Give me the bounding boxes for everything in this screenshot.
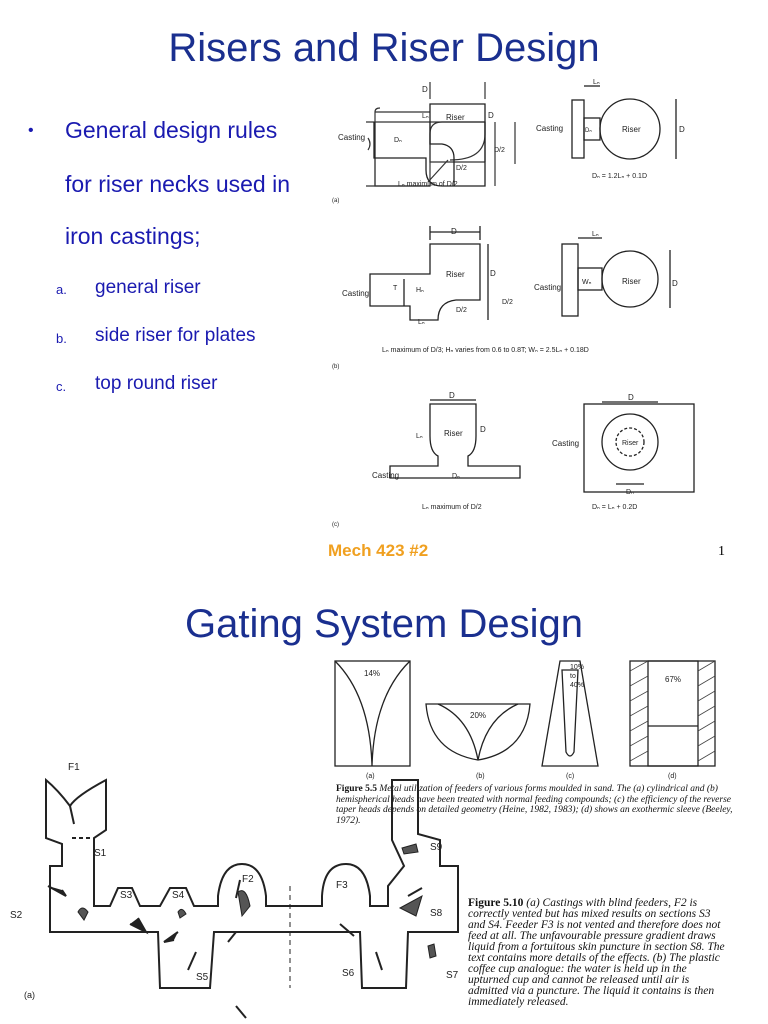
figure-5-5-caption-text: Metal utilization of feeders of various … bbox=[336, 784, 733, 826]
figure-5-5-caption-bold: Figure 5.5 bbox=[336, 784, 377, 794]
caption-c-left: Lₙ maximum of D/2 bbox=[422, 504, 482, 511]
svg-text:D: D bbox=[628, 393, 634, 402]
svg-text:Lₙ: Lₙ bbox=[416, 433, 423, 440]
label-F1: F1 bbox=[68, 762, 80, 773]
bullet-line-1: General design rules bbox=[65, 117, 278, 143]
casting-tag-a: (a) bbox=[24, 990, 35, 1000]
svg-text:Riser: Riser bbox=[622, 277, 641, 286]
label-S7: S7 bbox=[446, 970, 459, 981]
svg-text:Lₙ: Lₙ bbox=[593, 79, 600, 86]
label-F3: F3 bbox=[336, 880, 348, 891]
label-S5: S5 bbox=[196, 972, 209, 983]
svg-text:Casting: Casting bbox=[534, 283, 561, 292]
svg-text:Casting: Casting bbox=[342, 289, 369, 298]
label-riser-a: Riser bbox=[446, 113, 465, 122]
slide1-footer: Mech 423 #2 bbox=[328, 541, 429, 560]
bullet-marker: • bbox=[28, 122, 34, 139]
svg-text:Casting: Casting bbox=[552, 439, 579, 448]
subitem-b: side riser for plates bbox=[95, 325, 256, 346]
svg-text:D: D bbox=[480, 425, 486, 434]
svg-text:D/2: D/2 bbox=[456, 307, 467, 314]
subitem-marker-a: a. bbox=[56, 282, 67, 297]
subitem-marker-b: b. bbox=[56, 331, 67, 346]
svg-text:D/2: D/2 bbox=[502, 299, 513, 306]
svg-text:T: T bbox=[393, 285, 398, 292]
svg-text:D: D bbox=[449, 391, 455, 400]
feeder-b-pct: 20% bbox=[470, 711, 486, 720]
svg-text:D: D bbox=[679, 125, 685, 134]
svg-text:Casting: Casting bbox=[372, 471, 399, 480]
svg-text:Casting: Casting bbox=[536, 124, 563, 133]
feeder-d-pct: 67% bbox=[665, 675, 681, 684]
svg-text:Dₙ: Dₙ bbox=[452, 473, 460, 480]
svg-text:Riser: Riser bbox=[444, 429, 463, 438]
figure-5-10-caption: Figure 5.10 (a) Castings with blind feed… bbox=[468, 897, 730, 1008]
feeder-a-pct: 14% bbox=[364, 669, 380, 678]
label-S8: S8 bbox=[430, 908, 443, 919]
figure-5-5-caption: Figure 5.5 Metal utilization of feeders … bbox=[336, 784, 736, 826]
label-halfD-a: D/2 bbox=[456, 165, 467, 172]
svg-text:Hₙ: Hₙ bbox=[416, 287, 424, 294]
svg-text:Riser: Riser bbox=[446, 270, 465, 279]
tag-c: (c) bbox=[332, 522, 339, 528]
label-F2: F2 bbox=[242, 874, 254, 885]
feeder-tag-d: (d) bbox=[668, 773, 677, 780]
svg-text:D: D bbox=[488, 111, 494, 120]
bullet-line-2: for riser necks used in bbox=[65, 171, 290, 197]
tag-a: (a) bbox=[332, 198, 339, 204]
caption-a-right: Dₙ = 1.2Lₙ + 0.1D bbox=[592, 173, 647, 180]
svg-text:D: D bbox=[490, 269, 496, 278]
label-Ln-a: Lₙ bbox=[422, 113, 429, 120]
label-S3: S3 bbox=[120, 890, 133, 901]
svg-text:D: D bbox=[672, 279, 678, 288]
svg-text:Lₙ: Lₙ bbox=[418, 319, 425, 326]
feeder-utilization-figure: 14% 20% 10% to 40% 67% (a) (b) (c) (d) bbox=[334, 660, 716, 780]
svg-text:Wₙ: Wₙ bbox=[582, 279, 592, 286]
feeder-c-pct-3: 40% bbox=[570, 682, 584, 689]
feeder-tag-b: (b) bbox=[476, 773, 485, 780]
svg-text:Riser: Riser bbox=[622, 125, 641, 134]
feeder-c-pct-2: to bbox=[570, 673, 576, 680]
feeder-tag-c: (c) bbox=[566, 773, 574, 780]
svg-text:Dₙ: Dₙ bbox=[585, 128, 592, 134]
subitem-a: general riser bbox=[95, 277, 201, 298]
svg-text:Lₙ: Lₙ bbox=[592, 231, 599, 238]
feeder-c-pct-1: 10% bbox=[570, 664, 584, 671]
subitem-c: top round riser bbox=[95, 373, 218, 394]
caption-b: Lₙ maximum of D/3; Hₙ varies from 0.6 to… bbox=[382, 347, 589, 354]
page-number: 1 bbox=[718, 544, 725, 559]
label-S6: S6 bbox=[342, 968, 355, 979]
label-S1: S1 bbox=[94, 848, 107, 859]
feeder-tag-a: (a) bbox=[366, 773, 375, 780]
svg-text:D: D bbox=[451, 227, 457, 236]
svg-text:Riser: Riser bbox=[622, 440, 639, 447]
blind-feeders-figure: F1 S1 S2 S3 S4 F2 F3 S5 S6 S7 S8 S9 (a) bbox=[10, 762, 459, 1019]
figure-5-10-caption-bold: Figure 5.10 bbox=[468, 897, 524, 909]
caption-a-left: Lₙ maximum of D/2 bbox=[398, 181, 458, 188]
figure-5-10-caption-text: (a) Castings with blind feeders, F2 is c… bbox=[468, 897, 725, 1008]
svg-text:D/2: D/2 bbox=[494, 147, 505, 154]
riser-figure: D Riser Casting Dₙ Lₙ D D/2 D/2 Lₙ maxim… bbox=[332, 79, 695, 528]
label-S4: S4 bbox=[172, 890, 185, 901]
bullet-line-3: iron castings; bbox=[65, 223, 201, 249]
label-S2: S2 bbox=[10, 910, 23, 921]
label-S9: S9 bbox=[430, 842, 443, 853]
slide1-title: Risers and Riser Design bbox=[168, 26, 600, 70]
caption-c-right: Dₙ = Lₙ + 0.2D bbox=[592, 504, 637, 511]
label-Dn-a: Dₙ bbox=[394, 137, 402, 144]
svg-text:Dₙ: Dₙ bbox=[626, 489, 634, 496]
label-D-a: D bbox=[422, 85, 428, 94]
tag-b: (b) bbox=[332, 364, 339, 370]
subitem-marker-c: c. bbox=[56, 379, 67, 394]
label-casting-a: Casting bbox=[338, 133, 365, 142]
slide2-title: Gating System Design bbox=[185, 602, 583, 646]
